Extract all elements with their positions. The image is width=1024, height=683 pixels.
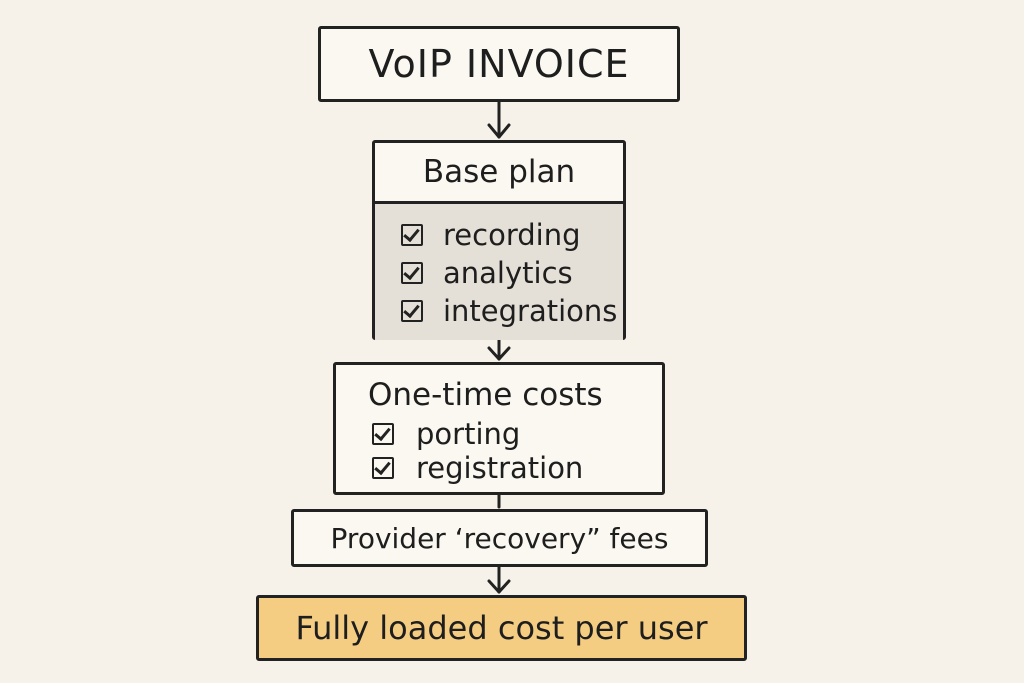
one-time-costs-box: One-time costs porting registration	[333, 362, 665, 495]
checked-box-icon	[401, 300, 423, 322]
item-label: integrations	[443, 294, 618, 328]
base-plan-heading: Base plan	[375, 143, 623, 204]
checked-box-icon	[372, 423, 394, 445]
list-item: recording	[401, 216, 623, 254]
item-label: porting	[416, 417, 521, 451]
provider-fees-label: Provider ‘recovery” fees	[330, 521, 669, 555]
arrow-base-to-onetime	[487, 338, 511, 361]
arrow-provider-to-result	[487, 565, 511, 594]
list-item: registration	[372, 451, 662, 485]
checked-box-icon	[401, 262, 423, 284]
item-label: registration	[416, 451, 584, 485]
base-plan-items: recording analytics integrations	[375, 204, 623, 340]
base-plan-box: Base plan recording analytics integratio…	[372, 140, 626, 340]
item-label: analytics	[443, 256, 573, 290]
fully-loaded-cost-label: Fully loaded cost per user	[295, 609, 708, 647]
list-item: porting	[372, 417, 662, 451]
arrow-title-to-base	[487, 100, 511, 139]
invoice-title-box: VoIP INVOICE	[318, 26, 680, 102]
item-label: recording	[443, 218, 581, 252]
list-item: integrations	[401, 292, 623, 330]
one-time-costs-heading: One-time costs	[368, 377, 603, 413]
invoice-title: VoIP INVOICE	[368, 42, 630, 86]
list-item: analytics	[401, 254, 623, 292]
checked-box-icon	[401, 224, 423, 246]
fully-loaded-cost-box: Fully loaded cost per user	[256, 595, 747, 661]
checked-box-icon	[372, 457, 394, 479]
provider-fees-box: Provider ‘recovery” fees	[291, 509, 708, 567]
